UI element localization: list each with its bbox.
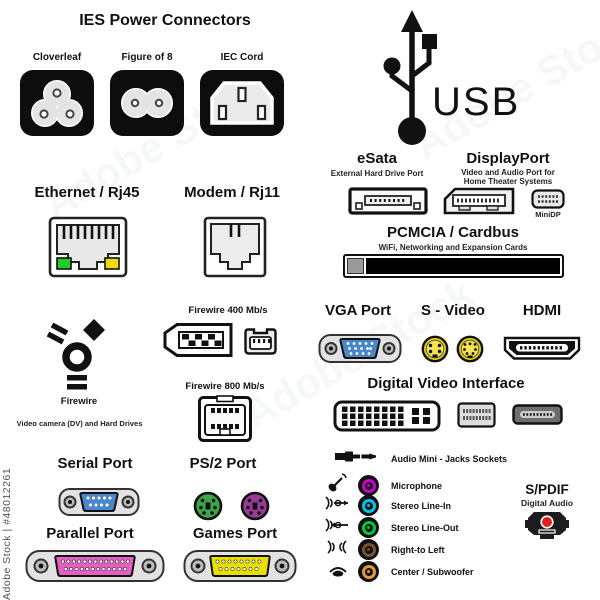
svideo-4pin-icon <box>421 335 449 368</box>
pcmcia-subtitle: WiFi, Networking and Expansion Cards <box>378 243 528 252</box>
rj45-led-green <box>56 257 72 270</box>
rj11-connector-icon <box>203 216 267 283</box>
games-title: Games Port <box>192 525 278 542</box>
spdif-subtitle: Digital Audio <box>520 498 574 508</box>
watermark-stock-id: Adobe Stock | #48012261 <box>1 467 13 600</box>
audio-row-line-in: Stereo Line-In <box>322 494 451 517</box>
pcmcia-connector-icon <box>343 254 564 278</box>
firewire400-label: Firewire 400 Mb/s <box>188 305 268 316</box>
minidp-connector-icon <box>531 189 565 214</box>
games-connector-icon <box>183 548 297 589</box>
right-to-left-icon <box>324 538 358 561</box>
line-out-icon <box>322 516 358 539</box>
esata-subtitle: External Hard Drive Port <box>330 169 424 178</box>
displayport-subtitle-1: Video and Audio Port for <box>461 168 555 177</box>
line-out-jack <box>358 517 379 538</box>
esata-connector-icon <box>348 187 428 220</box>
displayport-subtitle-2: Home Theater Systems <box>463 177 553 186</box>
figure8-connector-icon <box>110 70 184 136</box>
audio-header-label: Audio Mini - Jacks Sockets <box>391 454 508 464</box>
rj45-led-yellow <box>104 257 120 270</box>
cloverleaf-label: Cloverleaf <box>32 52 82 63</box>
spdif-connector-icon <box>525 510 569 545</box>
minidp-label: MiniDP <box>535 210 561 219</box>
iec-connector-icon <box>200 70 284 136</box>
dvi-title: Digital Video Interface <box>367 375 525 392</box>
line-in-jack <box>358 495 379 516</box>
microphone-jack <box>358 475 379 496</box>
rj45-connector-icon <box>48 216 128 283</box>
line-in-icon <box>322 494 358 517</box>
firewire400-6pin-icon <box>162 322 234 363</box>
pcmcia-title: PCMCIA / Cardbus <box>387 224 519 241</box>
pcmcia-key-square <box>347 258 364 274</box>
line-in-label: Stereo Line-In <box>391 500 452 511</box>
audio-row-line-out: Stereo Line-Out <box>322 516 459 539</box>
firewire400-4pin-icon <box>243 327 278 361</box>
svideo-title: S - Video <box>421 302 485 319</box>
audio-row-microphone: Microphone <box>326 472 442 499</box>
center-subwoofer-jack <box>358 561 379 582</box>
microphone-label: Microphone <box>391 480 442 491</box>
firewire-subtitle: Video camera (DV) and Hard Drives <box>16 419 143 428</box>
dvi-connector-icon <box>333 400 441 437</box>
hdmi-connector-icon <box>502 336 582 366</box>
audio-row-center-sub: Center / Subwoofer <box>326 560 474 583</box>
ethernet-title: Ethernet / Rj45 <box>34 184 140 201</box>
center-subwoofer-icon <box>326 560 358 583</box>
right-to-left-label: Right-to Left <box>391 544 445 555</box>
esata-title: eSata <box>356 150 398 167</box>
firewire-symbol-icon <box>44 316 110 399</box>
ies-power-title: IES Power Connectors <box>79 12 251 29</box>
ps2-mouse-connector-icon <box>240 491 270 526</box>
right-to-left-jack <box>358 539 379 560</box>
ps2-title: PS/2 Port <box>189 455 257 472</box>
audio-row-right-left: Right-to Left <box>324 538 444 561</box>
serial-title: Serial Port <box>57 455 133 472</box>
firewire800-9pin-icon <box>197 395 253 448</box>
modem-title: Modem / Rj11 <box>184 184 280 201</box>
svideo-7pin-icon <box>456 335 484 368</box>
center-subwoofer-label: Center / Subwoofer <box>391 566 474 577</box>
vga-connector-icon <box>318 331 402 370</box>
microphone-icon <box>326 472 358 499</box>
audio-plug-icon <box>335 450 379 468</box>
vga-title: VGA Port <box>324 302 392 319</box>
hdmi-title: HDMI <box>522 302 562 319</box>
audio-header-row: Audio Mini - Jacks Sockets <box>335 450 507 468</box>
figure8-label: Figure of 8 <box>121 52 173 63</box>
pcmcia-slot <box>366 258 560 274</box>
ps2-keyboard-connector-icon <box>193 491 223 526</box>
line-out-label: Stereo Line-Out <box>391 522 459 533</box>
displayport-title: DisplayPort <box>466 150 550 167</box>
firewire800-label: Firewire 800 Mb/s <box>185 381 265 392</box>
usb-trident-icon <box>382 8 444 148</box>
usb-label: USB <box>432 80 521 124</box>
mini-dvi-connector-icon <box>457 402 496 433</box>
cloverleaf-connector-icon <box>20 70 94 136</box>
iec-label: IEC Cord <box>220 52 264 63</box>
parallel-title: Parallel Port <box>46 525 134 542</box>
micro-video-connector-icon <box>512 404 563 430</box>
parallel-connector-icon <box>25 548 165 589</box>
serial-connector-icon <box>58 486 140 523</box>
displayport-connector-icon <box>442 187 516 220</box>
spdif-title: S/PDIF <box>525 482 569 497</box>
firewire-symbol-label: Firewire <box>60 396 98 407</box>
